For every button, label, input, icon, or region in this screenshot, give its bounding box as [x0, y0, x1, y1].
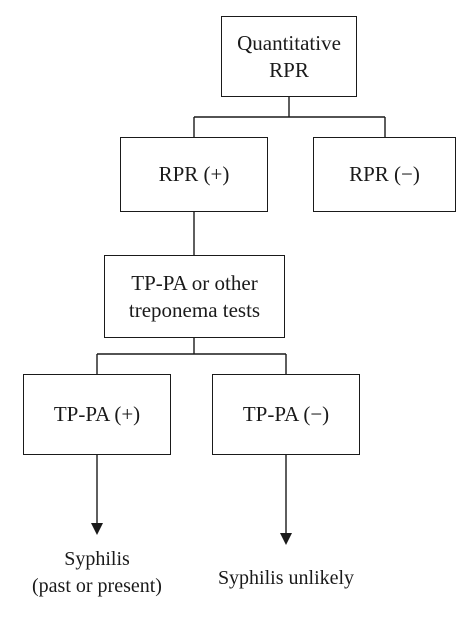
arrowhead-negative	[280, 533, 292, 545]
quantitative-rpr-line2: RPR	[269, 57, 309, 82]
quantitative-rpr-box: Quantitative RPR	[221, 16, 357, 97]
quantitative-rpr-line1: Quantitative	[237, 30, 341, 55]
outcome-syphilis-line1: Syphilis	[64, 548, 130, 570]
arrowhead-positive	[91, 523, 103, 535]
outcome-syphilis-line2: (past or present)	[32, 575, 162, 597]
rpr-positive-box: RPR (+)	[120, 137, 268, 212]
tppa-positive-box: TP-PA (+)	[23, 374, 171, 455]
treponema-tests-line1: TP-PA or other	[131, 270, 258, 295]
rpr-negative-label: RPR (−)	[349, 162, 420, 186]
outcome-syphilis-unlikely-label: Syphilis unlikely	[217, 567, 355, 589]
tppa-negative-label: TP-PA (−)	[242, 402, 330, 426]
outcome-syphilis-unlikely: Syphilis unlikely	[196, 565, 376, 592]
treponema-tests-line2: treponema tests	[128, 297, 261, 322]
outcome-syphilis: Syphilis (past or present)	[7, 546, 187, 600]
treponema-tests-box: TP-PA or other treponema tests	[104, 255, 285, 338]
tppa-negative-box: TP-PA (−)	[212, 374, 360, 455]
tppa-positive-label: TP-PA (+)	[53, 402, 141, 426]
rpr-negative-box: RPR (−)	[313, 137, 456, 212]
rpr-positive-label: RPR (+)	[158, 162, 230, 186]
